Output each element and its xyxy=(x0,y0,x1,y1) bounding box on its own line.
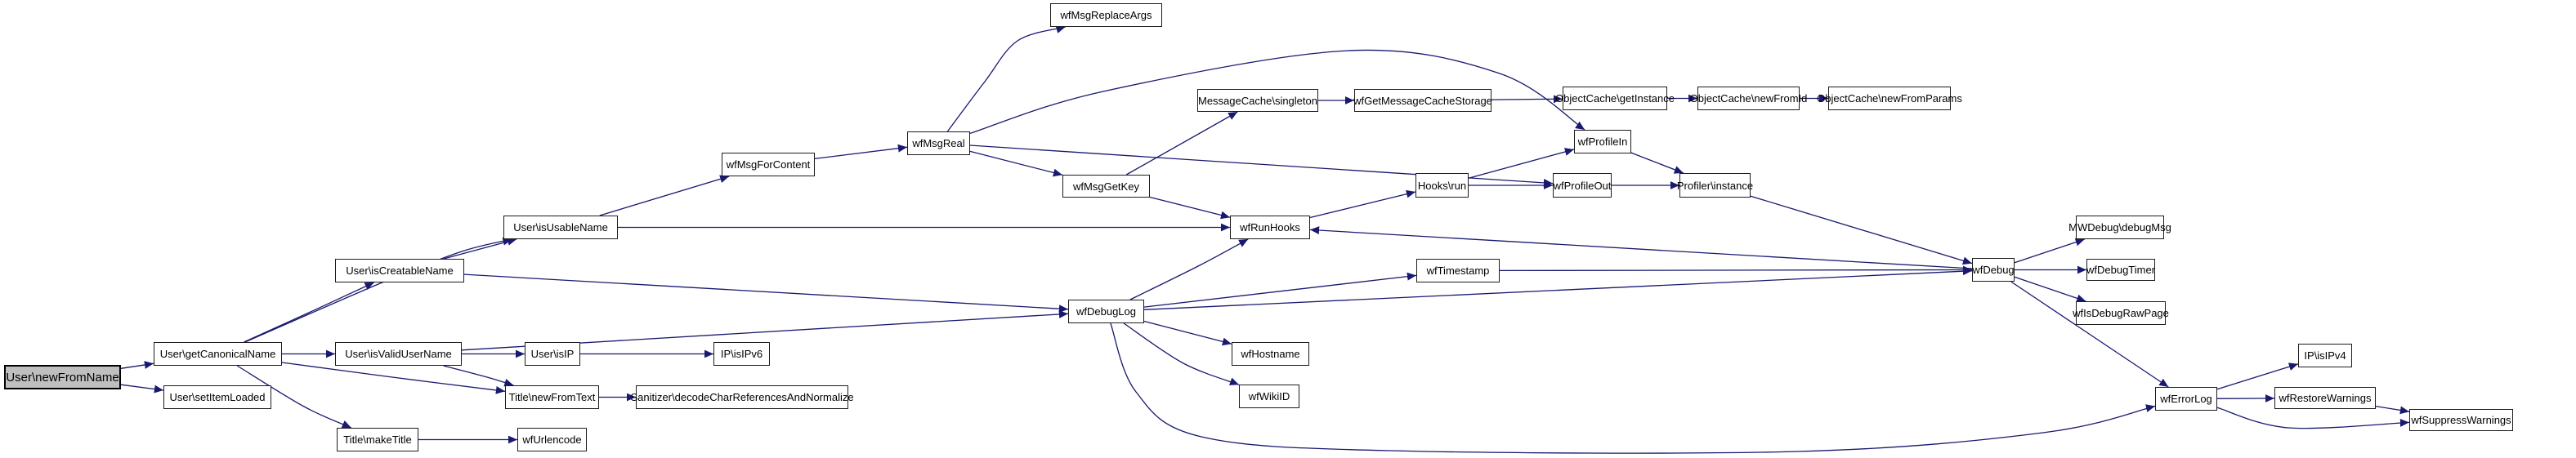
graph-node-wfurlencode[interactable]: wfUrlencode xyxy=(517,428,587,451)
edge-user-isvalidusername--title-newfromtext xyxy=(443,365,514,387)
edge-user-getcanonicalname--title-maketitle xyxy=(236,365,352,429)
edge-wfdebug--mwdebug-debugmsg xyxy=(2014,238,2086,264)
graph-node-wfmsggetkey[interactable]: wfMsgGetKey xyxy=(1062,175,1150,198)
graph-node-user-setitemloaded[interactable]: User\setItemLoaded xyxy=(163,385,271,409)
graph-node-wfdebuglog[interactable]: wfDebugLog xyxy=(1068,300,1144,323)
edge-wfdebuglog--wfdebug xyxy=(1143,267,1973,310)
graph-node-wfgetmessagecachestorage[interactable]: wfGetMessageCacheStorage xyxy=(1353,89,1492,112)
graph-node-user-isvalidusername[interactable]: User\isValidUserName xyxy=(335,342,462,366)
edge-wfdebuglog--wftimestamp xyxy=(1143,272,1417,308)
edge-wfmsgforcontent--wfmsgreal xyxy=(814,144,908,160)
graph-node-wfmsgforcontent[interactable]: wfMsgForContent xyxy=(722,153,815,176)
edge-user-getcanonicalname--title-newfromtext xyxy=(281,362,506,394)
edge-wfmsgreal--wfmsgreplaceargs xyxy=(946,25,1066,132)
graph-node-wftimestamp[interactable]: wfTimestamp xyxy=(1416,259,1500,282)
graph-node-wfdebugtimer[interactable]: wfDebugTimer xyxy=(2086,259,2155,281)
edge-wfdebuglog--wfwikiid xyxy=(1123,322,1240,385)
graph-node-wfisdebugrawpage[interactable]: wfIsDebugRawPage xyxy=(2073,301,2169,325)
edge-wfdebuglog--wfrunhooks xyxy=(1129,238,1249,300)
graph-node-objectcache-newfromid[interactable]: ObjectCache\newFromId xyxy=(1690,87,1807,110)
edge-wfdebuglog--wferrorlog xyxy=(1110,322,2156,454)
graph-node-wferrorlog[interactable]: wfErrorLog xyxy=(2155,387,2217,411)
graph-node-wfsuppresswarnings[interactable]: wfSuppressWarnings xyxy=(2409,409,2513,431)
graph-node-ip-isipv4[interactable]: IP\isIPv4 xyxy=(2298,344,2352,367)
graph-node-user-getcanonicalname[interactable]: User\getCanonicalName xyxy=(154,342,282,366)
edge-wfdebug--wfrunhooks xyxy=(1309,226,1973,269)
edge-wfrestorewarnings--wfsuppresswarnings xyxy=(2375,405,2410,415)
graph-node-mwdebug-debugmsg[interactable]: MWDebug\debugMsg xyxy=(2068,216,2171,239)
edge-user-isusablename--wfmsgforcontent xyxy=(599,175,730,216)
graph-node-wfprofilein[interactable]: wfProfileIn xyxy=(1574,130,1631,153)
edge-wfrunhooks--hooks-run xyxy=(1309,189,1416,219)
edge-user-iscreatablename--user-isusablename xyxy=(443,238,517,260)
graph-node-wfmsgreplaceargs[interactable]: wfMsgReplaceArgs xyxy=(1050,3,1162,27)
edge-wftimestamp--wfdebug xyxy=(1499,265,1973,274)
graph-node-wfwikiid[interactable]: wfWikiID xyxy=(1239,385,1299,408)
edge-user-iscreatablename--wfdebuglog xyxy=(463,273,1069,313)
graph-node-objectcache-getinstance[interactable]: ObjectCache\getInstance xyxy=(1555,87,1675,110)
graph-node-user-isusablename[interactable]: User\isUsableName xyxy=(503,216,618,239)
edge-wfgetmessagecachestorage--objectcache-getinstance xyxy=(1491,95,1563,104)
graph-node-hooks-run[interactable]: Hooks\run xyxy=(1415,173,1469,198)
edge-wfmsgreal--wfprofilein xyxy=(969,49,1585,135)
graph-node-wfrestorewarnings[interactable]: wfRestoreWarnings xyxy=(2274,387,2376,409)
graph-node-sanitizer-decodecharreferencesandnormalize[interactable]: Sanitizer\decodeCharReferencesAndNormali… xyxy=(630,385,854,409)
edge-wfdebug--wfisdebugrawpage xyxy=(2014,276,2086,303)
graph-node-ip-isipv6[interactable]: IP\isIPv6 xyxy=(713,342,770,366)
edge-user-newfromname--user-setitemloaded xyxy=(120,384,164,394)
edge-wfdebuglog--wfhostname xyxy=(1143,320,1232,346)
graph-node-wfdebug[interactable]: wfDebug xyxy=(1972,258,2015,282)
graph-node-user-newfromname: User\newFromName xyxy=(4,365,121,389)
graph-node-profiler-instance[interactable]: Profiler\instance xyxy=(1677,173,1753,198)
graph-node-user-isip[interactable]: User\isIP xyxy=(525,342,580,366)
graph-node-wfhostname[interactable]: wfHostname xyxy=(1232,342,1309,366)
edge-user-newfromname--user-getcanonicalname xyxy=(120,361,154,369)
edge-wfprofilein--profiler-instance xyxy=(1630,152,1684,174)
edge-user-getcanonicalname--user-iscreatablename xyxy=(244,282,374,343)
graph-node-wfmsgreal[interactable]: wfMsgReal xyxy=(907,131,970,155)
edge-user-getcanonicalname--user-isusablename xyxy=(244,237,512,343)
edge-wfmsggetkey--wfrunhooks xyxy=(1149,196,1231,220)
edge-wfmsggetkey--messagecache-singleton xyxy=(1125,111,1238,176)
edge-wferrorlog--wfsuppresswarnings xyxy=(2216,407,2410,429)
graph-node-wfrunhooks[interactable]: wfRunHooks xyxy=(1230,216,1310,239)
edge-hooks-run--wfprofilein xyxy=(1468,148,1575,179)
graph-node-messagecache-singleton[interactable]: MessageCache\singleton xyxy=(1197,89,1318,112)
graph-node-wfprofileout[interactable]: wfProfileOut xyxy=(1553,173,1612,198)
graph-node-title-maketitle[interactable]: Title\makeTitle xyxy=(337,428,418,451)
edge-wfmsgreal--wfmsggetkey xyxy=(969,150,1063,177)
graph-node-user-iscreatablename[interactable]: User\isCreatableName xyxy=(335,259,464,282)
edge-wferrorlog--ip-isipv4 xyxy=(2216,362,2299,390)
edge-wfdebug--wferrorlog xyxy=(2010,281,2169,388)
edge-profiler-instance--wfdebug xyxy=(1750,195,1973,265)
graph-node-objectcache-newfromparams[interactable]: ObjectCache\newFromParams xyxy=(1817,87,1962,110)
graph-node-title-newfromtext[interactable]: Title\newFromText xyxy=(505,385,599,409)
